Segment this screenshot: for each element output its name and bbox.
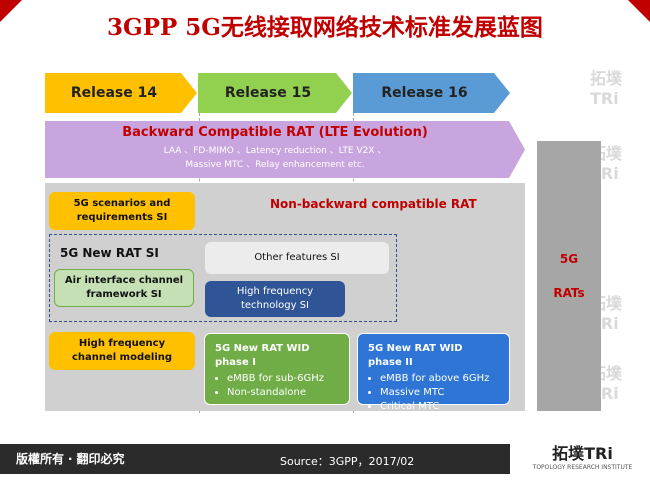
lte-features-line2: Massive MTC 、Relay enhancement etc. [185, 160, 365, 170]
air-interface-line2: framework SI [86, 289, 162, 300]
wid-phase2-box: 5G New RAT WID phase II eMBB for above 6… [357, 333, 510, 412]
wid-phase2-list: eMBB for above 6GHz Massive MTC Critical… [368, 372, 499, 414]
footer-source: Source：3GPP，2017/02 [280, 455, 415, 468]
scenarios-box: 5G scenarios and requirements SI [49, 192, 195, 230]
wid-phase1-title: 5G New RAT WID phase I [215, 343, 310, 368]
air-interface-box: Air interface channel framework SI [54, 269, 194, 307]
release-14-arrow: Release 14 [45, 73, 197, 113]
corner-decoration-top-left [0, 0, 22, 22]
channel-modeling-line1: High frequency [78, 338, 166, 349]
footer-copyright: 版權所有 ‧ 翻印必究 [16, 452, 125, 466]
list-item: Massive MTC [380, 386, 499, 400]
wid-phase1-box: 5G New RAT WID phase I eMBB for sub-6GHz… [204, 333, 350, 405]
high-freq-tech-line2: technology SI [240, 300, 309, 311]
footer-logo-sub: TOPOLOGY RESEARCH INSTITUTE [532, 464, 633, 471]
scenarios-line1: 5G scenarios and [73, 198, 171, 209]
footer-logo: 拓墣TRi TOPOLOGY RESEARCH INSTITUTE [520, 440, 645, 471]
release-16-arrow: Release 16 [353, 73, 510, 113]
wid-phase1-list: eMBB for sub-6GHz Non-standalone [215, 372, 339, 400]
rats-line1: 5G [559, 252, 579, 266]
wid-phase2-title: 5G New RAT WID phase II [368, 343, 463, 368]
channel-modeling-box: High frequency channel modeling [49, 332, 195, 370]
other-features-box: Other features SI [205, 242, 389, 274]
rats-line2: RATs [553, 286, 585, 300]
list-item: eMBB for above 6GHz [380, 372, 499, 386]
corner-decoration-top-right [628, 0, 650, 22]
list-item: Critical MTC [380, 400, 499, 414]
footer-copyright-bg [0, 444, 510, 474]
page-title: 3GPP 5G无线接取网络技术标准发展蓝图 [107, 14, 543, 41]
list-item: Non-standalone [227, 386, 339, 400]
other-features-label: Other features SI [254, 252, 340, 263]
new-rat-si-frame [49, 234, 397, 322]
lte-features-line1: LAA 、FD-MIMO 、Latency reduction 、LTE V2X… [163, 146, 387, 156]
high-freq-tech-box: High frequency technology SI [205, 281, 345, 317]
non-backward-label: Non-backward compatible RAT [270, 197, 477, 211]
rats-box: 5G RATs [537, 141, 601, 411]
channel-modeling-line2: channel modeling [71, 352, 173, 363]
lte-evolution-arrow: Backward Compatible RAT (LTE Evolution) … [45, 121, 525, 178]
footer-logo-text: 拓墣TRi [552, 444, 613, 463]
new-rat-si-label: 5G New RAT SI [60, 246, 159, 260]
lte-title: Backward Compatible RAT (LTE Evolution) [122, 125, 428, 140]
watermark: 拓墣TRi [590, 69, 623, 108]
air-interface-line1: Air interface channel [64, 275, 184, 286]
scenarios-line2: requirements SI [76, 212, 168, 223]
high-freq-tech-line1: High frequency [236, 286, 314, 297]
list-item: eMBB for sub-6GHz [227, 372, 339, 386]
release-15-arrow: Release 15 [198, 73, 352, 113]
